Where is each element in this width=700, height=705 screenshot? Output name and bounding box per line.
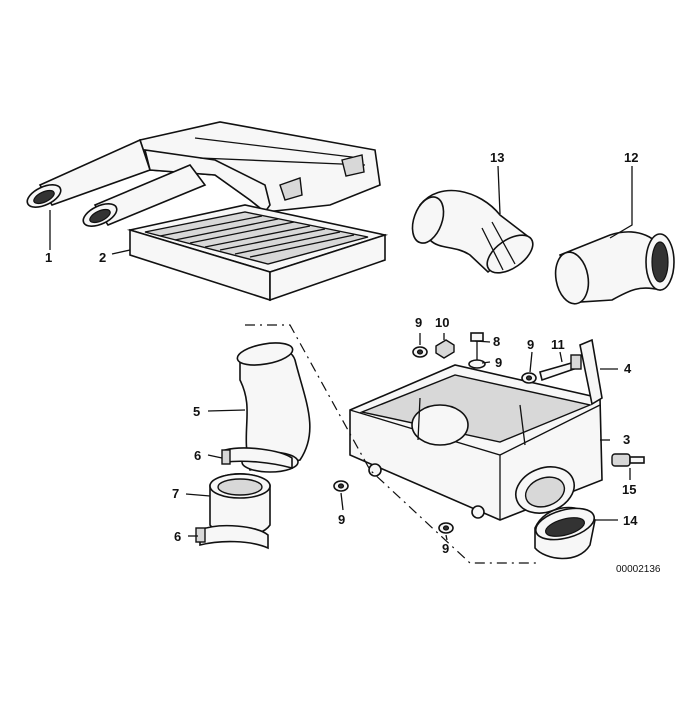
label-9-bottom-mid: 9 [442, 541, 449, 556]
label-2: 2 [99, 250, 106, 265]
retaining-clip-part [579, 338, 603, 406]
label-6-upper: 6 [194, 448, 201, 463]
label-10: 10 [435, 315, 449, 330]
label-1: 1 [45, 250, 52, 265]
intake-cover-part [26, 121, 381, 227]
label-9-top-left: 9 [415, 315, 422, 330]
callout-labels: 1 2 3 4 5 6 6 7 8 9 9 9 9 9 10 11 12 13 … [45, 150, 661, 575]
label-5: 5 [193, 404, 200, 419]
label-14: 14 [623, 513, 638, 528]
label-6-lower: 6 [174, 529, 181, 544]
hose-clamp-upper-part [221, 447, 293, 470]
label-9-bottom-left: 9 [338, 512, 345, 527]
label-13: 13 [490, 150, 504, 165]
rubber-sleeve-part [209, 473, 271, 537]
label-8: 8 [493, 334, 500, 349]
label-15: 15 [622, 482, 636, 497]
hardware-parts [333, 332, 582, 534]
air-filter-part [126, 204, 389, 302]
label-4: 4 [624, 361, 632, 376]
hose-clamp-lower-part [195, 524, 269, 550]
label-3: 3 [623, 432, 630, 447]
label-7: 7 [172, 486, 179, 501]
intake-boot-12-part [554, 231, 675, 305]
temperature-sensor-part [611, 453, 645, 467]
label-9-top-mid: 9 [495, 355, 502, 370]
label-9-top-right: 9 [527, 337, 534, 352]
label-11: 11 [551, 337, 565, 352]
assembly-outline [245, 324, 540, 564]
filter-housing-part [349, 364, 603, 521]
intake-boot-13-part [411, 189, 534, 274]
sealing-ring-part [534, 506, 596, 560]
diagram-code: 00002136 [616, 564, 661, 575]
label-12: 12 [624, 150, 638, 165]
leader-lines [49, 165, 633, 541]
